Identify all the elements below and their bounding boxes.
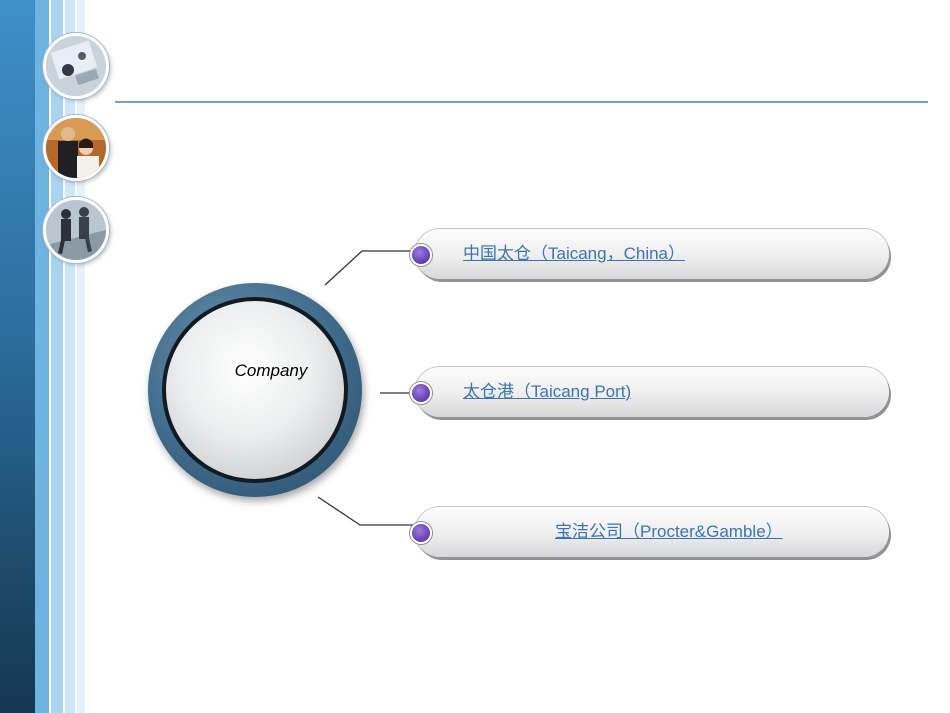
company-hub-circle: Company	[148, 283, 362, 497]
link-procter-gamble[interactable]: 宝洁公司（Procter&Gamble）	[555, 522, 783, 541]
title-divider-line	[115, 101, 928, 103]
link-taicang-port[interactable]: 太仓港（Taicang Port)	[463, 382, 632, 401]
sidebar-band	[0, 0, 35, 713]
connector-bottom	[317, 496, 415, 526]
bullet-dot-icon	[410, 382, 432, 404]
hub-ring: Company	[162, 297, 348, 483]
bullet-dot-icon	[410, 522, 432, 544]
branch-pill-taicang-port: 太仓港（Taicang Port)	[410, 367, 889, 417]
branch-pill-taicang-china: 中国太仓（Taicang，China）	[410, 229, 889, 279]
hub-label: Company	[234, 361, 308, 380]
hub-inner: Company	[166, 301, 344, 479]
business-people-photo-icon	[43, 115, 109, 181]
sidebar-stripes	[35, 0, 85, 713]
walking-people-photo-icon	[43, 197, 109, 263]
link-taicang-china[interactable]: 中国太仓（Taicang，China）	[463, 244, 686, 263]
bullet-dot-icon	[410, 244, 432, 266]
branch-pill-procter-gamble: 宝洁公司（Procter&Gamble）	[410, 507, 889, 557]
connector-top	[324, 250, 415, 286]
office-equipment-photo-icon	[43, 33, 109, 99]
